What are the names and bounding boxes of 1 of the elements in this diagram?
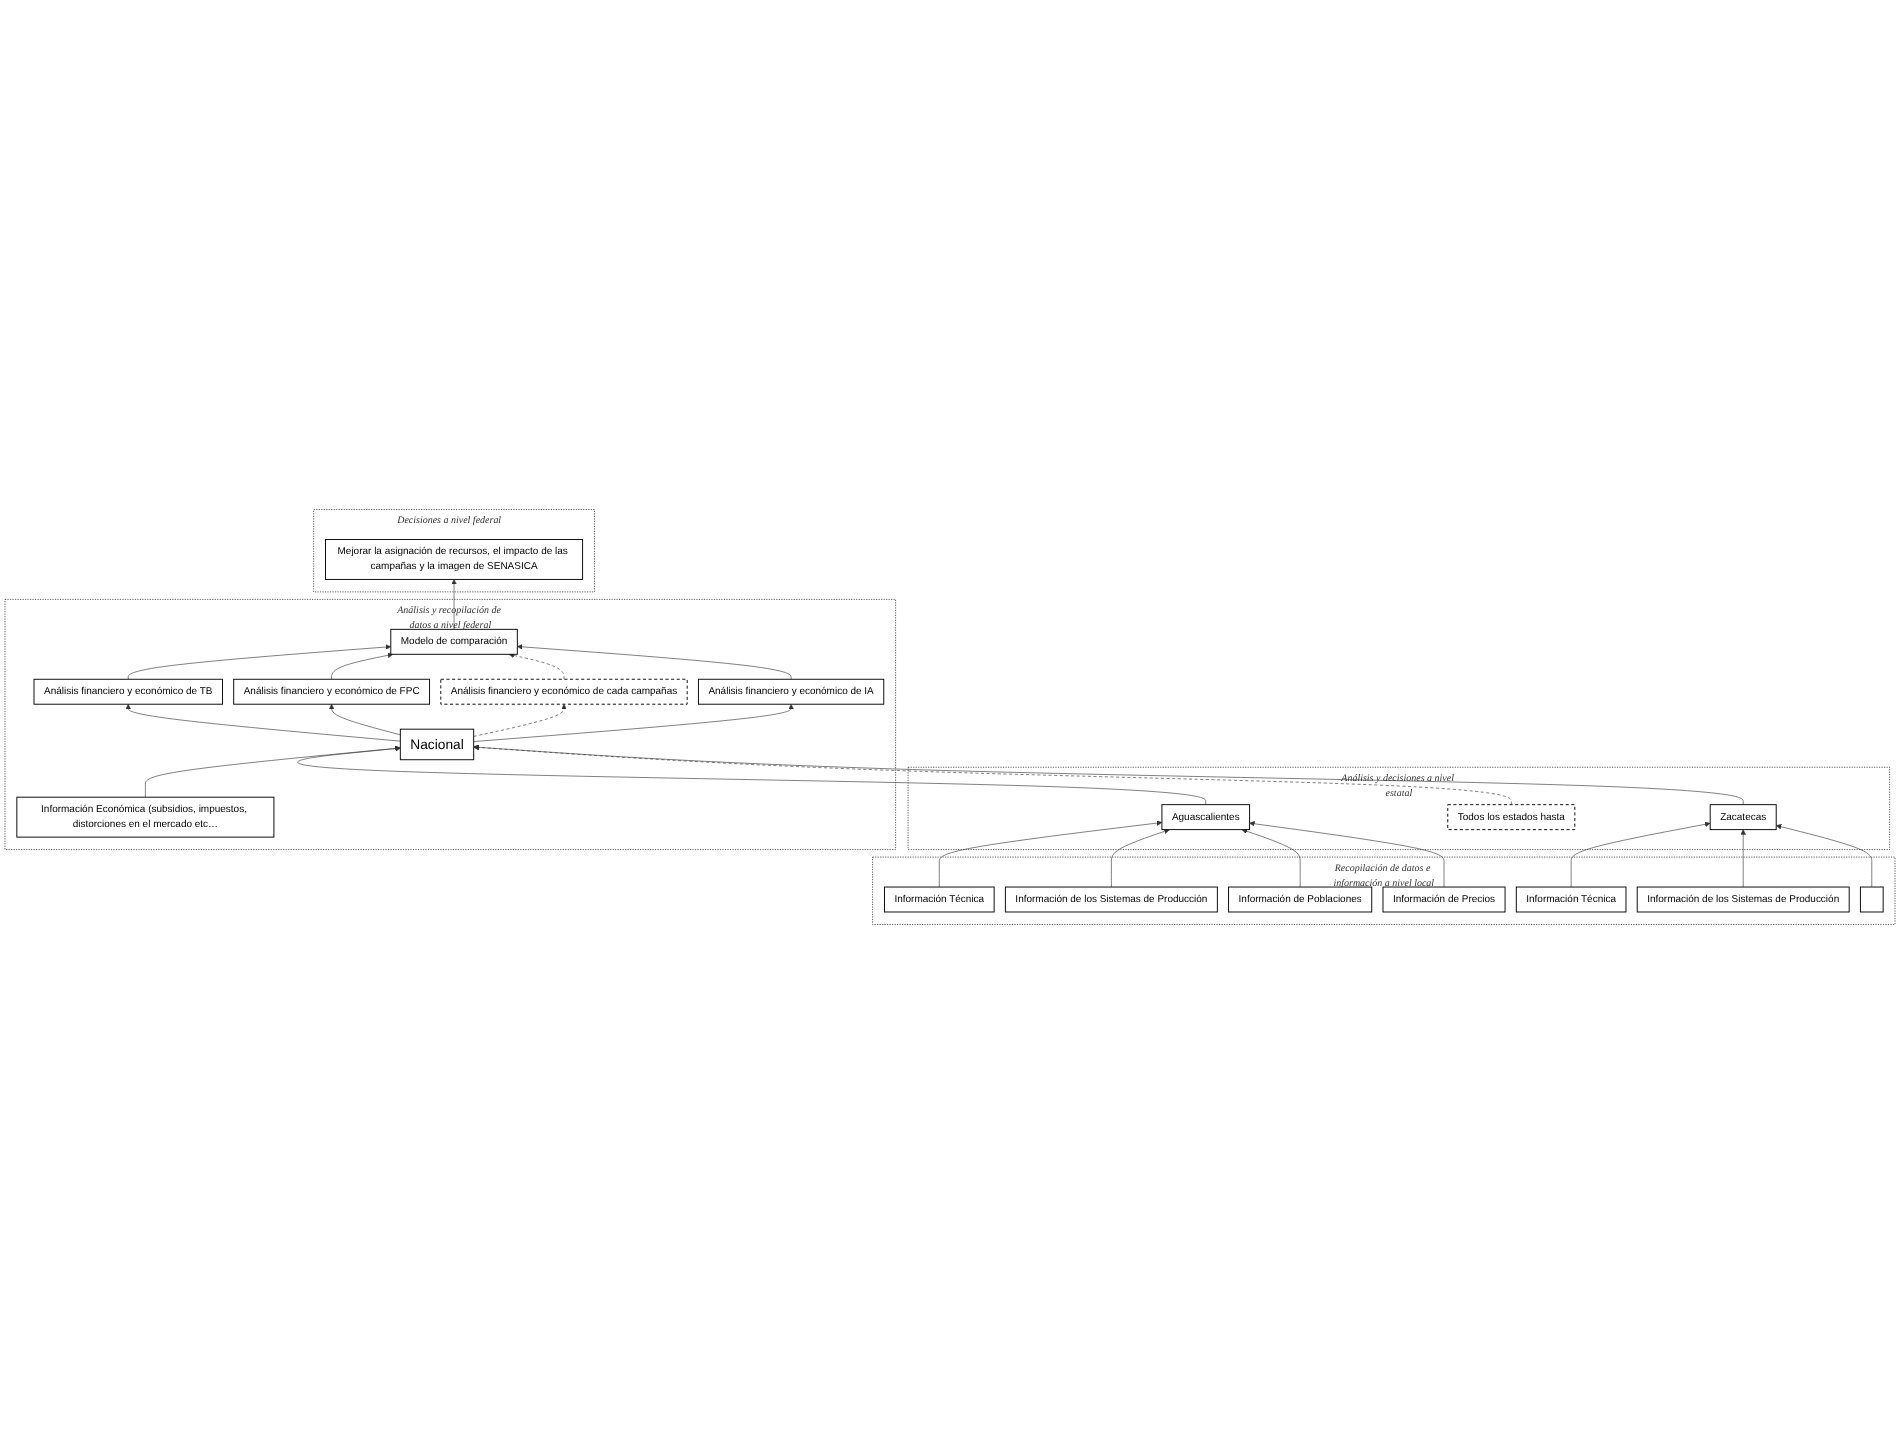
node-box — [1859, 886, 1884, 913]
